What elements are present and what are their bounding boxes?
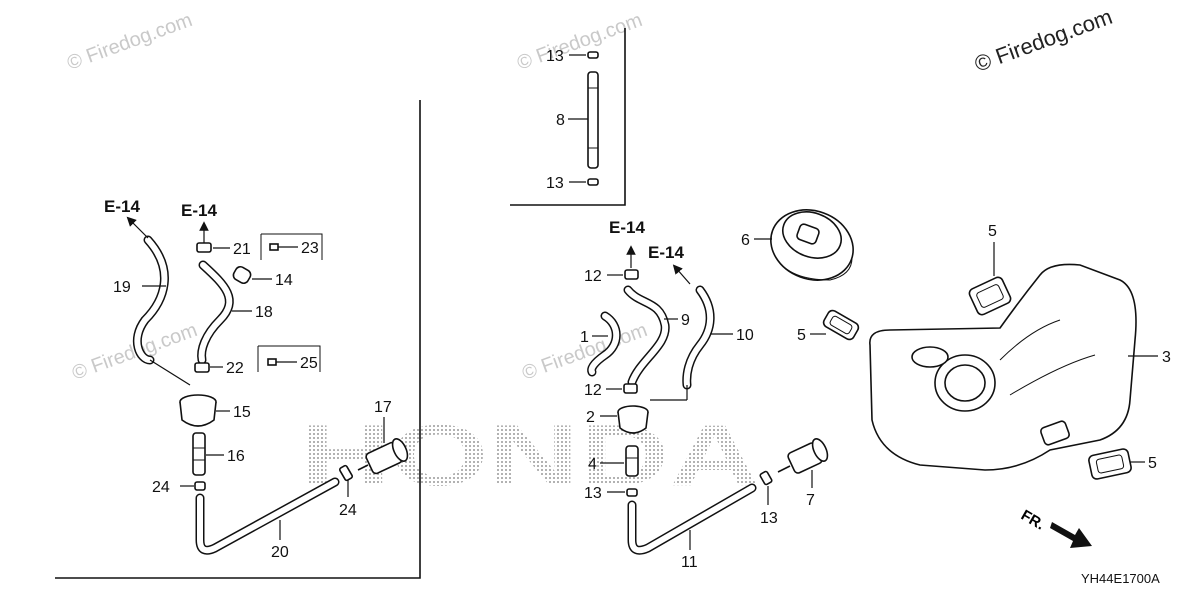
top-group-frame [510,28,626,206]
faint-watermark-3: © Firedog.com [69,319,200,385]
callout-24-left: 24 [152,479,170,496]
callout-17: 17 [374,399,392,416]
callout-13-top: 13 [546,48,564,65]
front-direction-label: FR. [1018,507,1047,534]
callout-15: 15 [233,404,251,421]
callout-25: 25 [300,355,318,372]
callout-21: 21 [233,241,251,258]
grommet-5b-part [822,309,860,341]
bolt-23-part [269,243,279,251]
clip-21-part [196,242,212,253]
hose-8-part [587,71,599,169]
callout-5-bottom: 5 [1148,455,1157,472]
clamp-13d-part [759,470,773,486]
callout-5-left: 5 [797,327,806,344]
callout-16: 16 [227,448,245,465]
callout-9: 9 [681,312,690,329]
filter-16-part [192,432,206,476]
callout-19: 19 [113,279,131,296]
clip-12b-part [623,383,638,394]
callout-4: 4 [588,456,597,473]
fuel-cap-6-part [770,209,854,281]
callout-6: 6 [741,232,750,249]
callout-11: 11 [681,554,698,571]
filter-7-part [777,438,829,474]
filter-17-part [357,438,409,475]
front-arrow-icon [1050,522,1092,548]
callout-3: 3 [1162,349,1171,366]
clamp-13b-part [587,178,599,186]
callout-13-lower: 13 [584,485,602,502]
bracket-23 [260,233,323,260]
e14-ref-left-1: E-14 [104,197,140,216]
diagram-code: YH44E1700A [1081,571,1160,586]
clamp-13a-part [587,51,599,59]
watermark-firedog: © Firedog.com [971,4,1115,77]
clip-12a-part [624,269,639,280]
bolt-25-part [267,358,277,366]
callout-7: 7 [806,492,815,509]
faint-watermark-1: © Firedog.com [64,9,195,75]
tube-14-part [232,265,252,285]
callout-18: 18 [255,304,273,321]
left-group-frame [55,100,421,579]
clip-22-part [194,362,210,373]
callout-22: 22 [226,360,244,377]
callout-24-right: 24 [339,502,357,519]
callout-13-mid: 13 [546,175,564,192]
callout-5-top: 5 [988,223,997,240]
callout-23: 23 [301,240,319,257]
callout-8: 8 [556,112,565,129]
clamp-13c-part [626,488,638,497]
callout-1: 1 [580,329,589,346]
clamp-24a-part [194,481,206,491]
grommet-5c-part [1088,448,1132,480]
bracket-25 [257,345,321,372]
callout-12-mid: 12 [584,382,602,399]
callout-14: 14 [275,272,293,289]
callout-10: 10 [736,327,754,344]
e14-ref-left-2: E-14 [181,201,217,220]
callout-2: 2 [586,409,595,426]
callout-12-top: 12 [584,268,602,285]
filter-4-part [625,445,639,477]
callout-13-right: 13 [760,510,778,527]
fuel-tank-3-part [869,263,1137,471]
clamp-24b-part [338,464,354,482]
e14-ref-center-1: E-14 [609,218,645,237]
callout-20: 20 [271,544,289,561]
grommet-5a-part [968,276,1012,316]
e14-ref-center-2: E-14 [648,243,684,262]
